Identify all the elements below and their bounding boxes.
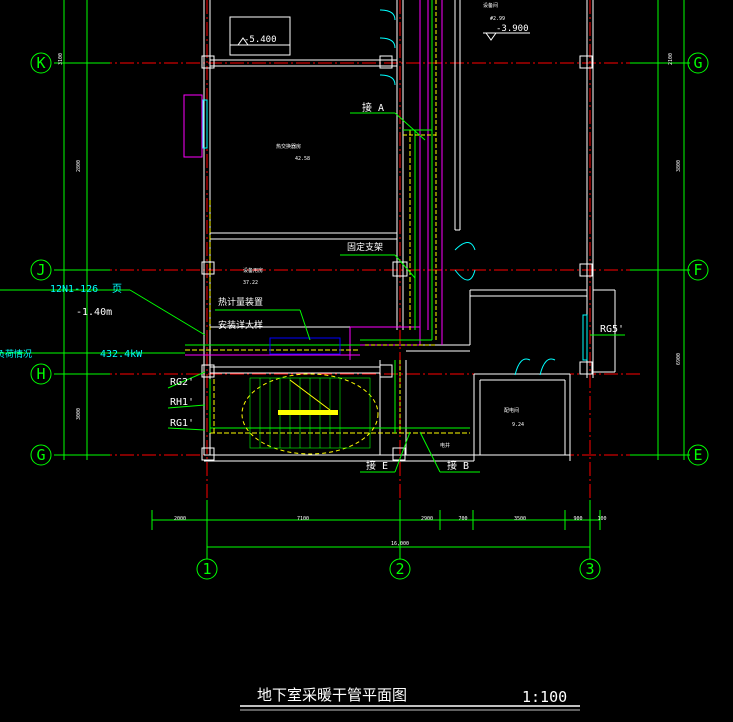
- bottom-dimension-chain: [151, 500, 601, 552]
- axis-bubble-e: [687, 444, 709, 466]
- room-mid-area: 37.22: [243, 280, 258, 286]
- room-top-right: 设备间: [483, 2, 498, 9]
- label-rg5: RG5': [600, 324, 624, 335]
- axis-label-f: F: [693, 261, 702, 279]
- axis-label-1: 1: [202, 560, 211, 578]
- axis-label-k: K: [36, 54, 45, 72]
- axis-label-2: 2: [395, 560, 404, 578]
- axis-label-g-left: G: [36, 446, 45, 464]
- label-spec: 12N1-126: [50, 284, 98, 295]
- label-rh1: RH1': [170, 397, 194, 408]
- axis-label-h: H: [36, 365, 45, 383]
- right-axis-bubbles: [687, 52, 709, 466]
- window-left: [202, 99, 208, 149]
- label-jie-b: 接 B: [447, 459, 469, 472]
- label-meter-device: 热计量装置: [218, 296, 263, 308]
- leader-lines: [0, 112, 625, 473]
- dim-total: 16,000: [391, 541, 409, 547]
- elev-top: -5.400: [244, 35, 277, 45]
- label-load: 432.4kW: [100, 349, 143, 360]
- label-fixed-bracket: 固定支架: [347, 241, 383, 253]
- label-rg2: RG2': [170, 377, 194, 388]
- dim-vertical-2: 2800: [76, 160, 82, 172]
- right-dimensions: [630, 0, 690, 460]
- elevation-markers: [229, 16, 530, 56]
- room-br: 配电间: [504, 407, 519, 414]
- staircase: [241, 373, 379, 455]
- col-centerlines: [206, 0, 591, 520]
- window-right: [582, 314, 588, 361]
- axis-bubble-h: [30, 363, 52, 385]
- left-axis-bubbles: [30, 52, 52, 466]
- label-diangui: 电井: [440, 442, 450, 449]
- main-pipes: [427, 0, 461, 340]
- axis-bubble-g-left: [30, 444, 52, 466]
- label-rg1: RG1': [170, 418, 194, 429]
- dim-2000: 2000: [174, 516, 186, 522]
- dim-vertical-r1: 2100: [668, 53, 674, 65]
- doors: [379, 9, 556, 376]
- dim-100: 100: [597, 516, 606, 522]
- dim-7100: 7100: [297, 516, 309, 522]
- dim-vertical-1: 3100: [58, 53, 64, 65]
- row-centerlines: [54, 62, 690, 456]
- label-load-prefix: 负荷情况: [0, 348, 32, 360]
- drawing-title: 地下室采暖干管平面图: [257, 686, 407, 704]
- label-jie-e: 接 E: [366, 459, 388, 472]
- room-center: 热交换器房: [276, 143, 301, 150]
- dim-3500: 3500: [514, 516, 526, 522]
- elev-right: -3.900: [496, 24, 529, 34]
- axis-label-e: E: [693, 446, 702, 464]
- heating-pipes: [185, 129, 470, 434]
- dim-vertical-3: 3000: [76, 408, 82, 420]
- room-mid: 设备用房: [243, 267, 263, 274]
- dim-700: 700: [458, 516, 467, 522]
- axis-label-3: 3: [585, 560, 594, 578]
- axis-label-g-right: G: [693, 54, 702, 72]
- elev-right-small: #2.99: [490, 16, 505, 22]
- dim-vertical-r3: 6900: [676, 353, 682, 365]
- dim-900: 900: [573, 516, 582, 522]
- axis-label-j: J: [36, 261, 45, 279]
- axis-bubble-f: [687, 259, 709, 281]
- label-height: -1.40m: [76, 307, 112, 318]
- axis-bubble-k: [30, 52, 52, 74]
- room-br-area: 9.24: [512, 422, 524, 428]
- dim-2900: 2900: [421, 516, 433, 522]
- label-spec-page: 页: [112, 283, 122, 295]
- room-center-area: 42.58: [295, 156, 310, 162]
- label-install: 安装详大样: [218, 319, 263, 331]
- axis-bubble-j: [30, 259, 52, 281]
- title-underline: [240, 705, 580, 711]
- heat-meter-device: [269, 337, 341, 355]
- label-jie-a: 接 A: [362, 101, 384, 114]
- axis-bubble-g-right: [687, 52, 709, 74]
- dim-vertical-r2: 3800: [676, 160, 682, 172]
- drawing-scale: 1:100: [522, 688, 567, 706]
- left-dimensions: [54, 0, 110, 460]
